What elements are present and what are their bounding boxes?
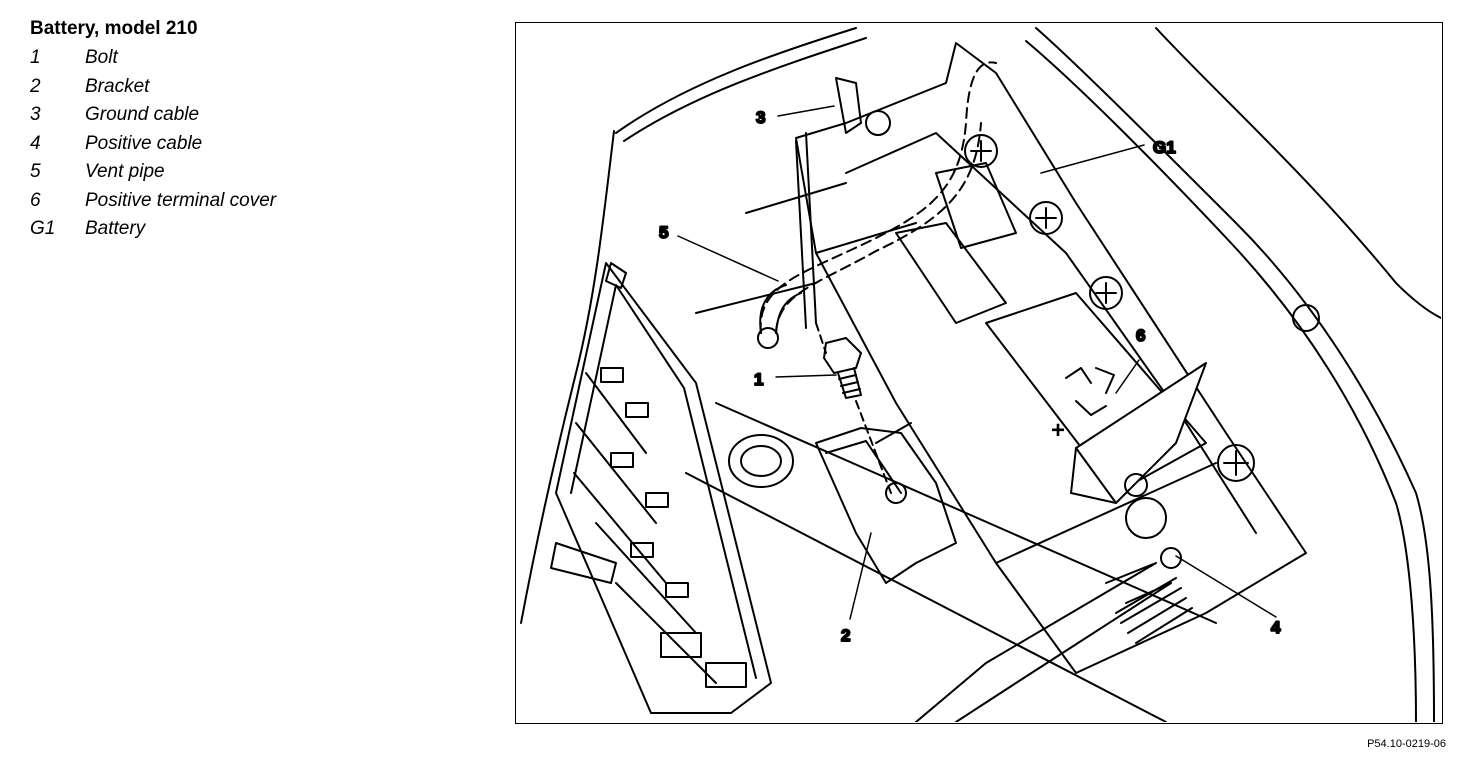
legend-title: Battery, model 210	[30, 18, 198, 39]
callout-6: 6	[1136, 326, 1145, 345]
positive-cable	[915, 473, 1193, 722]
figure-id: P54.10-0219-06	[1367, 738, 1446, 750]
legend-label: Ground cable	[85, 104, 200, 126]
callout-5: 5	[659, 223, 668, 242]
bracket	[815, 422, 957, 584]
legend-item: 6 Positive terminal cover	[30, 187, 276, 216]
bolt	[823, 337, 892, 494]
legend-key: 6	[30, 189, 41, 211]
ground-cable	[795, 77, 891, 354]
legend-label: Bracket	[85, 75, 150, 97]
legend-item: 3 Ground cable	[30, 101, 276, 130]
legend-item: 4 Positive cable	[30, 130, 276, 159]
callout-3: 3	[756, 108, 765, 127]
legend-label: Vent pipe	[85, 161, 165, 183]
callout-1: 1	[754, 370, 763, 389]
legend-key: 2	[30, 75, 41, 97]
vent-pipe	[757, 61, 997, 349]
callout-g1: G1	[1153, 138, 1176, 157]
svg-text:+: +	[1051, 417, 1065, 444]
legend-item: 1 Bolt	[30, 44, 276, 73]
leader-lines	[677, 105, 1277, 620]
legend-item: G1 Battery	[30, 215, 276, 244]
filler-cap	[728, 434, 794, 488]
callout-4: 4	[1271, 618, 1281, 637]
fuse-box	[550, 262, 772, 714]
legend-key: 1	[30, 47, 41, 69]
legend-item: 5 Vent pipe	[30, 158, 276, 187]
legend-key: G1	[30, 218, 56, 240]
legend-label: Positive terminal cover	[85, 189, 277, 211]
positive-terminal-cover	[1070, 362, 1207, 504]
legend: Battery, model 210 1 Bolt 2 Bracket 3 Groun…	[30, 18, 276, 244]
legend-key: 5	[30, 161, 41, 183]
legend-key: 3	[30, 104, 41, 126]
battery-body: +	[795, 42, 1320, 674]
legend-label: Bolt	[85, 47, 118, 69]
compartment-outline	[520, 27, 1441, 722]
legend-label: Battery	[85, 218, 146, 240]
legend-label: Positive cable	[85, 132, 203, 154]
battery-illustration: +	[515, 22, 1443, 724]
callout-2: 2	[841, 626, 850, 645]
legend-key: 4	[30, 132, 41, 154]
legend-item: 2 Bracket	[30, 73, 276, 102]
